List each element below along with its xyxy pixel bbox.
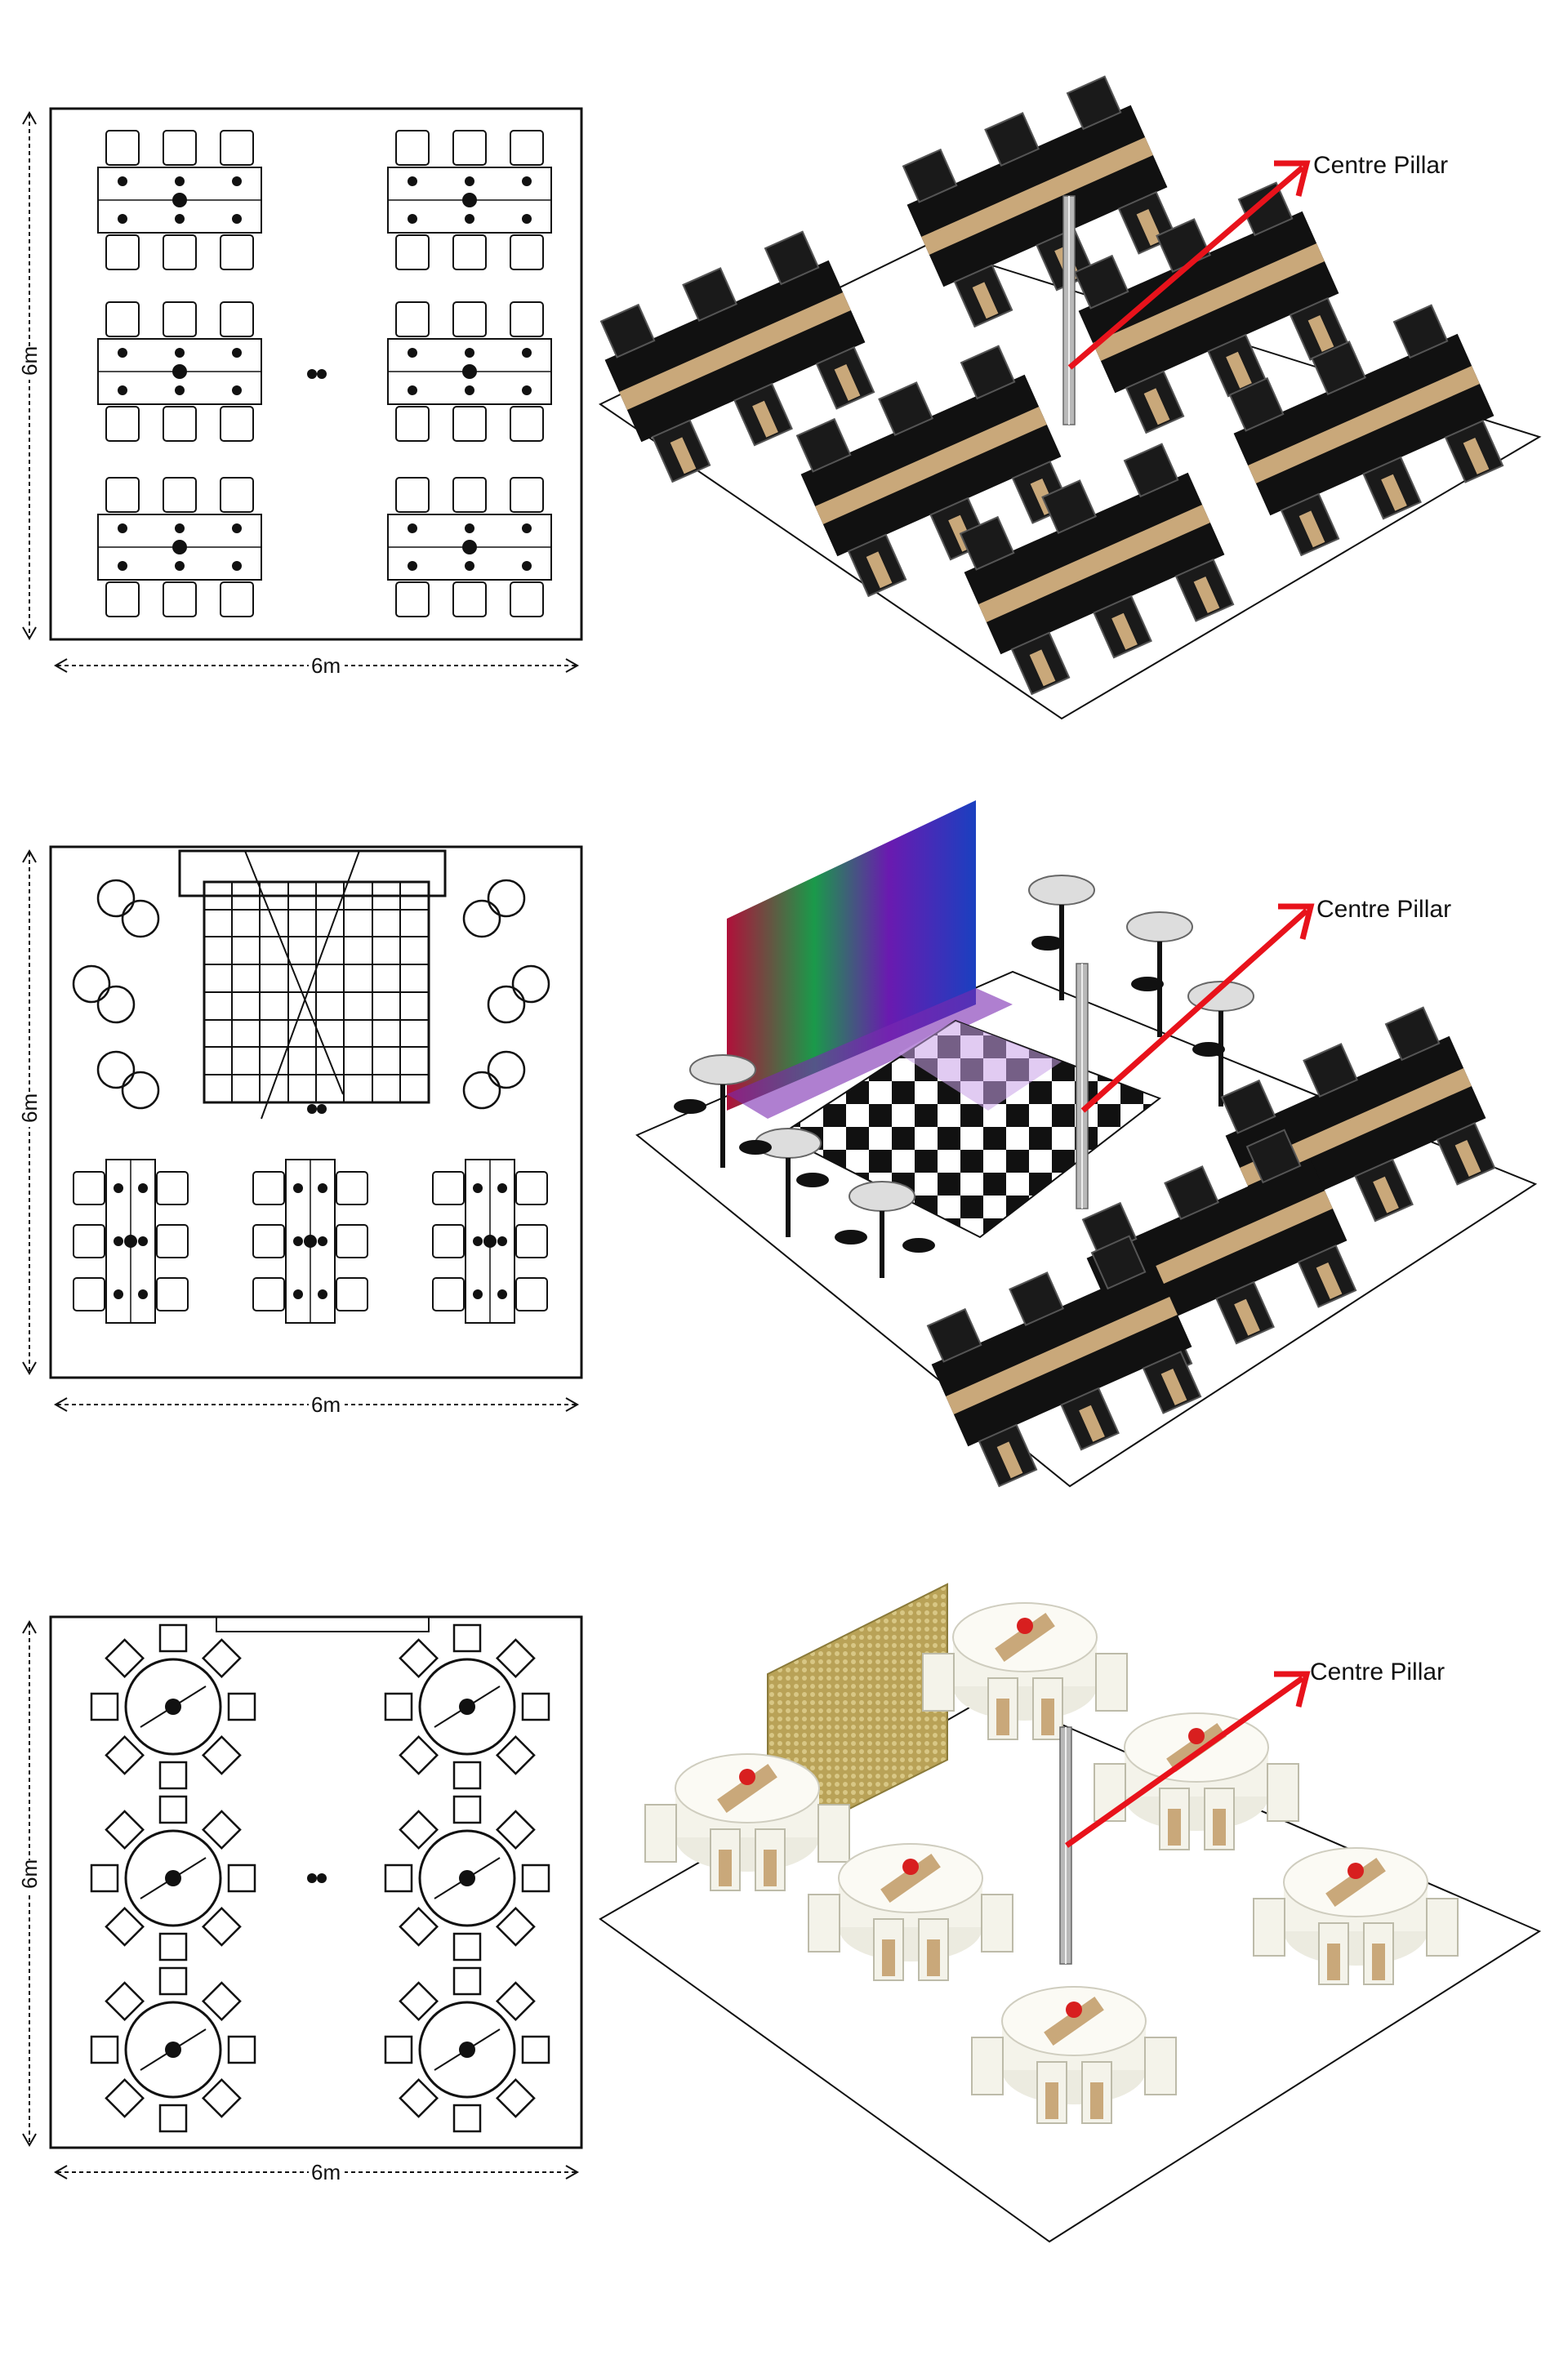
dimension-horizontal: 6m bbox=[53, 2160, 580, 2184]
round-table-icon bbox=[384, 1623, 550, 1790]
dimension-arrow-icon bbox=[22, 1619, 37, 1634]
long-table-icon bbox=[252, 1159, 368, 1324]
dimension-arrow-icon bbox=[22, 110, 37, 125]
long-table-icon bbox=[73, 1159, 189, 1324]
round-table-icon bbox=[384, 1795, 550, 1961]
callout-arrow-icon bbox=[1080, 903, 1315, 1113]
dimension-vertical: 6m bbox=[17, 1619, 42, 2148]
long-table-icon bbox=[387, 477, 552, 617]
isometric-view: Centre Pillar bbox=[635, 800, 1538, 1488]
round-table-icon bbox=[90, 1795, 256, 1961]
dimension-arrow-icon bbox=[22, 848, 37, 863]
long-table-3d bbox=[599, 230, 875, 483]
dimension-arrow-icon bbox=[565, 1397, 580, 1412]
pillar-icon bbox=[307, 369, 327, 379]
long-table-icon bbox=[97, 301, 262, 442]
dimension-arrow-icon bbox=[565, 658, 580, 673]
long-table-icon bbox=[432, 1159, 548, 1324]
dimension-label-vertical: 6m bbox=[17, 1859, 42, 1889]
chair-icon bbox=[674, 936, 1225, 1253]
long-table-icon bbox=[387, 130, 552, 270]
long-table-icon bbox=[97, 477, 262, 617]
dimension-vertical: 6m bbox=[17, 848, 42, 1376]
callout-arrow-icon bbox=[1067, 160, 1311, 370]
long-table-3d bbox=[959, 443, 1235, 696]
long-table-icon bbox=[97, 130, 262, 270]
centre-pillar-label: Centre Pillar bbox=[1313, 152, 1448, 179]
long-table-3d bbox=[1228, 304, 1504, 557]
dimension-arrow-icon bbox=[53, 658, 68, 673]
dimension-arrow-icon bbox=[53, 2165, 68, 2180]
dimension-label-vertical: 6m bbox=[17, 1093, 42, 1123]
round-table-icon bbox=[384, 1966, 550, 2133]
round-table-3d bbox=[971, 1986, 1177, 2124]
dimension-label-horizontal: 6m bbox=[311, 653, 341, 678]
round-table-icon bbox=[90, 1623, 256, 1790]
layout-long-tables: 6m 6m bbox=[0, 0, 1568, 784]
dimension-horizontal: 6m bbox=[53, 653, 580, 678]
long-table-3d bbox=[926, 1235, 1202, 1488]
callout-arrow-icon bbox=[1064, 1671, 1311, 1848]
round-table-3d bbox=[808, 1843, 1013, 1981]
dimension-label-horizontal: 6m bbox=[311, 1392, 341, 1417]
layout-round-tables: 6m 6m bbox=[0, 1568, 1568, 2352]
round-table-icon bbox=[72, 879, 550, 1110]
pillar-icon bbox=[1076, 963, 1089, 1209]
isometric-view: Centre Pillar bbox=[599, 75, 1542, 720]
long-table-3d bbox=[795, 345, 1071, 598]
dimension-arrow-icon bbox=[53, 1397, 68, 1412]
dimension-label-horizontal: 6m bbox=[311, 2160, 341, 2184]
chair-icon bbox=[971, 2037, 1177, 2124]
layout-dance-floor: 6m 6m bbox=[0, 784, 1568, 1568]
dimension-horizontal: 6m bbox=[53, 1392, 580, 1417]
round-table-3d bbox=[1253, 1847, 1459, 1985]
dimension-arrow-icon bbox=[22, 2133, 37, 2148]
dimension-vertical: 6m bbox=[17, 110, 42, 641]
round-table-3d bbox=[644, 1753, 850, 1891]
centre-pillar-label: Centre Pillar bbox=[1310, 1659, 1445, 1685]
long-table-icon bbox=[387, 301, 552, 442]
pillar-icon bbox=[307, 1873, 327, 1883]
round-table-icon bbox=[90, 1966, 256, 2133]
floor-plan: 6m 6m bbox=[17, 1615, 583, 2184]
led-backdrop bbox=[727, 800, 1013, 1119]
floor-plan: 6m 6m bbox=[17, 845, 583, 1417]
isometric-view: Centre Pillar bbox=[599, 1583, 1542, 2243]
centre-pillar-label: Centre Pillar bbox=[1316, 896, 1451, 923]
round-table-3d bbox=[922, 1602, 1128, 1740]
dimension-arrow-icon bbox=[22, 626, 37, 641]
dimension-label-vertical: 6m bbox=[17, 346, 42, 376]
pillar-icon bbox=[307, 1104, 327, 1114]
pillar-icon bbox=[1062, 195, 1076, 425]
floor-plan: 6m 6m bbox=[17, 107, 583, 678]
dimension-arrow-icon bbox=[22, 1361, 37, 1376]
chair-icon bbox=[808, 1894, 1013, 1981]
chair-icon bbox=[922, 1653, 1128, 1740]
dimension-arrow-icon bbox=[565, 2165, 580, 2180]
